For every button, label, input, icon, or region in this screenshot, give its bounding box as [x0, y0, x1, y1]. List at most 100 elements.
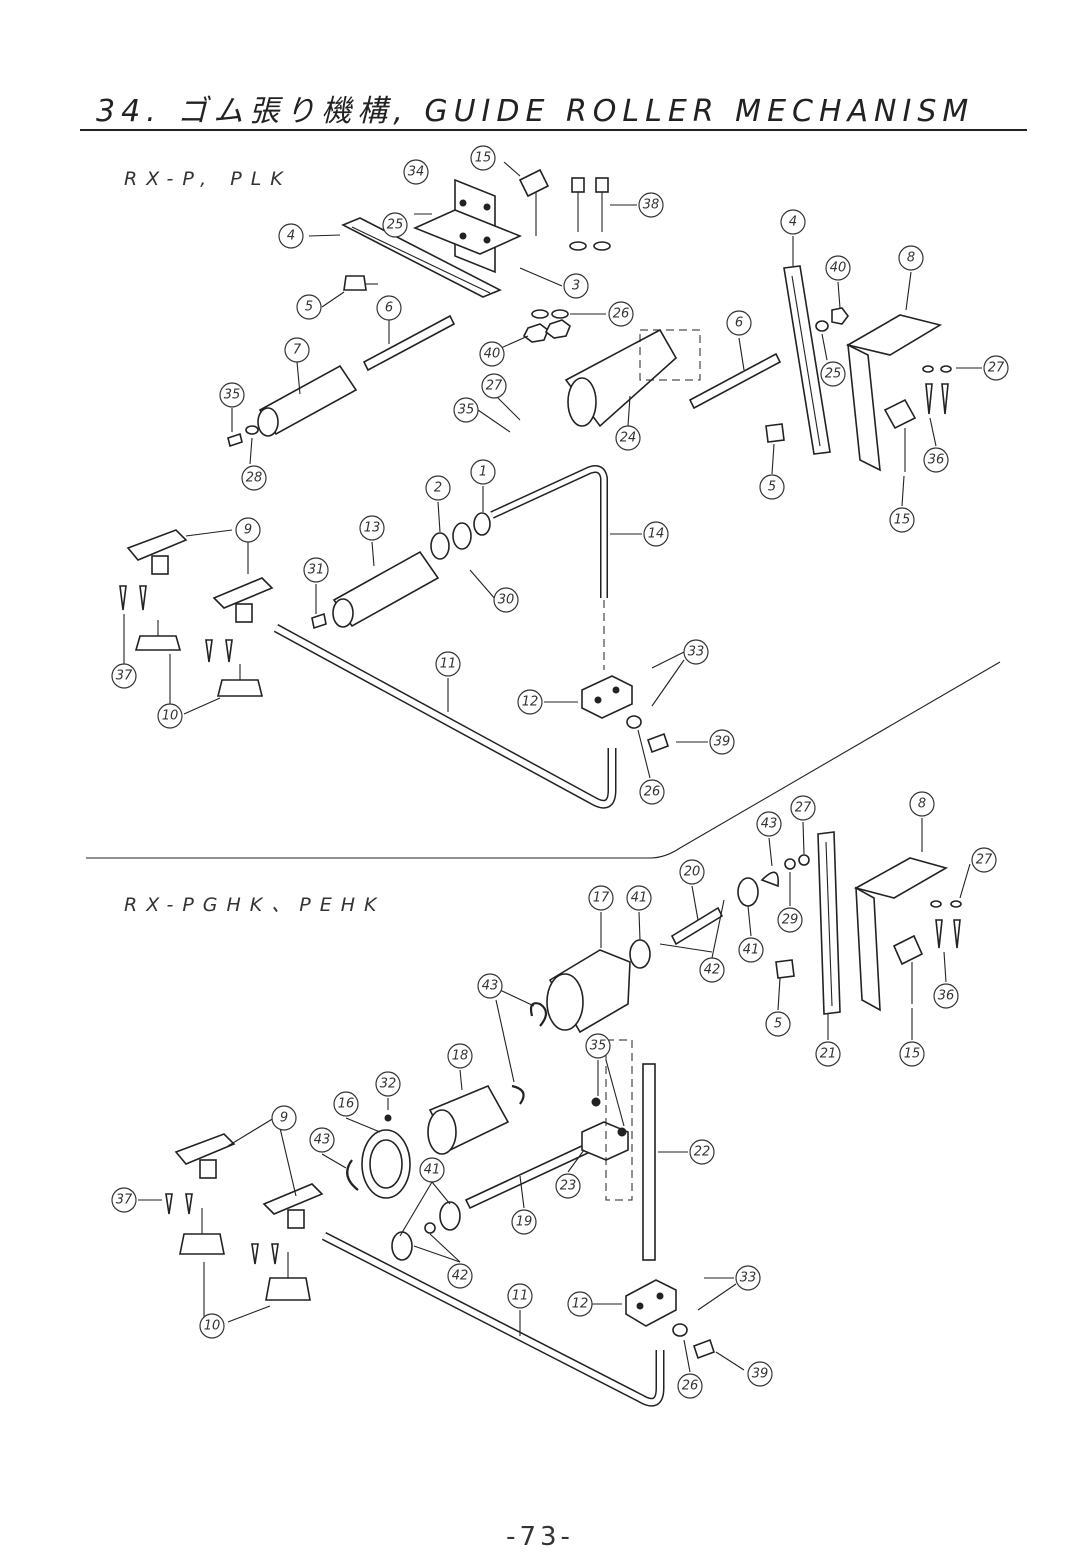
svg-text:43: 43 [314, 1133, 331, 1148]
callout-33: 33 [735, 1265, 761, 1291]
svg-text:11: 11 [512, 1289, 529, 1304]
section-label-rx-p-plk: RX-P, PLK [124, 168, 292, 190]
callout-18: 18 [447, 1043, 473, 1069]
svg-text:10: 10 [162, 709, 179, 724]
callout-19: 19 [511, 1209, 537, 1235]
page-number: -73- [506, 1522, 574, 1552]
callout-38: 38 [638, 192, 664, 218]
svg-text:5: 5 [768, 480, 776, 495]
svg-text:17: 17 [593, 891, 610, 906]
callout-6: 6 [376, 295, 402, 321]
callout-35: 35 [585, 1033, 611, 1059]
lower-assembly [165, 831, 962, 1407]
svg-text:4: 4 [287, 229, 295, 244]
svg-text:39: 39 [714, 735, 731, 750]
callout-27: 27 [481, 373, 507, 399]
svg-text:39: 39 [752, 1367, 769, 1382]
svg-text:22: 22 [694, 1145, 711, 1160]
callout-12: 12 [567, 1291, 593, 1317]
callout-14: 14 [643, 521, 669, 547]
svg-text:42: 42 [704, 963, 721, 978]
callout-12: 12 [517, 689, 543, 715]
callout-34: 34 [403, 159, 429, 185]
callout-5: 5 [296, 294, 322, 320]
svg-text:23: 23 [560, 1179, 577, 1194]
svg-text:26: 26 [682, 1379, 699, 1394]
svg-text:27: 27 [486, 379, 503, 394]
callout-8: 8 [909, 791, 935, 817]
callout-31: 31 [303, 557, 329, 583]
callout-30: 30 [493, 587, 519, 613]
svg-text:24: 24 [620, 431, 637, 446]
svg-text:37: 37 [116, 669, 133, 684]
callout-41: 41 [419, 1157, 445, 1183]
page-title: 34. ゴム張り機構, GUIDE ROLLER MECHANISM [96, 94, 975, 129]
svg-text:16: 16 [338, 1097, 355, 1112]
callout-25: 25 [382, 212, 408, 238]
svg-text:3: 3 [572, 279, 580, 294]
callout-33: 33 [683, 639, 709, 665]
callout-40: 40 [479, 341, 505, 367]
callout-37: 37 [111, 1187, 137, 1213]
callout-8: 8 [898, 245, 924, 271]
callout-32: 32 [375, 1071, 401, 1097]
callout-10: 10 [199, 1313, 225, 1339]
callout-9: 9 [235, 517, 261, 543]
svg-text:14: 14 [648, 527, 665, 542]
svg-text:34: 34 [408, 165, 425, 180]
guide-bar-upper [119, 465, 670, 809]
svg-text:2: 2 [434, 481, 442, 496]
callout-25: 25 [820, 361, 846, 387]
callout-1: 1 [470, 459, 496, 485]
svg-text:25: 25 [387, 218, 404, 233]
svg-text:36: 36 [938, 989, 955, 1004]
callout-11: 11 [507, 1283, 533, 1309]
svg-text:32: 32 [380, 1077, 397, 1092]
callout-42: 42 [447, 1263, 473, 1289]
svg-text:11: 11 [440, 657, 457, 672]
svg-text:30: 30 [498, 593, 515, 608]
leader-lines [123, 161, 982, 1373]
callout-bubbles: 34 15 38 25 4 3 5 6 26 7 40 27 35 35 24 … [111, 145, 1009, 1399]
svg-text:21: 21 [820, 1047, 837, 1062]
svg-text:18: 18 [452, 1049, 469, 1064]
svg-text:43: 43 [482, 979, 499, 994]
callout-24: 24 [615, 425, 641, 451]
callout-4: 4 [278, 223, 304, 249]
callout-21: 21 [815, 1041, 841, 1067]
upper-assembly [227, 168, 952, 472]
svg-text:15: 15 [894, 513, 911, 528]
svg-text:37: 37 [116, 1193, 133, 1208]
callout-35: 35 [453, 397, 479, 423]
svg-text:31: 31 [308, 563, 325, 578]
svg-text:4: 4 [789, 215, 797, 230]
svg-text:35: 35 [590, 1039, 607, 1054]
svg-text:5: 5 [305, 300, 313, 315]
callout-36: 36 [923, 447, 949, 473]
section-divider [86, 661, 1001, 859]
svg-text:29: 29 [782, 913, 799, 928]
svg-text:7: 7 [293, 343, 302, 358]
callout-26: 26 [677, 1373, 703, 1399]
svg-text:1: 1 [479, 465, 487, 480]
callout-39: 39 [747, 1361, 773, 1387]
callout-9: 9 [271, 1105, 297, 1131]
callout-6: 6 [726, 310, 752, 336]
svg-text:8: 8 [907, 251, 915, 266]
svg-text:27: 27 [976, 853, 993, 868]
svg-text:41: 41 [631, 891, 648, 906]
callout-35: 35 [219, 382, 245, 408]
bracket-base [412, 209, 523, 255]
callout-43: 43 [477, 973, 503, 999]
callout-26: 26 [608, 301, 634, 327]
svg-text:36: 36 [928, 453, 945, 468]
callout-27: 27 [790, 795, 816, 821]
svg-text:33: 33 [688, 645, 705, 660]
callout-28: 28 [241, 465, 267, 491]
callout-10: 10 [157, 703, 183, 729]
callout-36: 36 [933, 983, 959, 1009]
svg-text:13: 13 [364, 521, 381, 536]
callout-3: 3 [563, 273, 589, 299]
svg-text:35: 35 [224, 388, 241, 403]
